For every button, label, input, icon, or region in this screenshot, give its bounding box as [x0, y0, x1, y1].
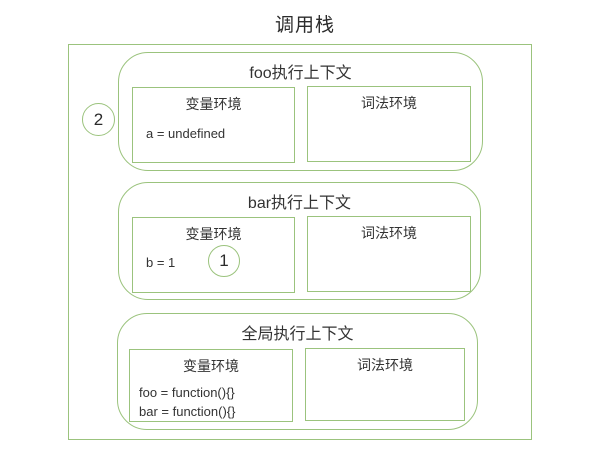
global-lexical-environment-box: 词法环境	[305, 348, 465, 421]
execution-context-global: 全局执行上下文 变量环境 foo = function(){} bar = fu…	[117, 313, 478, 430]
bar-variable-entry: b = 1	[146, 255, 176, 270]
execution-context-global-title: 全局执行上下文	[241, 326, 354, 343]
global-variable-environment-title: 变量环境	[183, 358, 239, 374]
diagram-title: 调用栈	[274, 15, 335, 36]
execution-context-foo: foo执行上下文 变量环境 a = undefined 词法环境	[118, 52, 483, 171]
bar-lexical-environment-title: 词法环境	[361, 225, 417, 241]
global-variable-environment-box: 变量环境 foo = function(){} bar = function()…	[129, 349, 293, 422]
step-badge-2: 2	[82, 103, 115, 136]
foo-variable-environment-title: 变量环境	[185, 96, 242, 112]
execution-context-bar: bar执行上下文 变量环境 b = 1 词法环境	[118, 182, 481, 300]
global-lexical-environment-title: 词法环境	[357, 357, 413, 373]
execution-context-foo-title: foo执行上下文	[249, 65, 352, 82]
global-variable-entry-foo: foo = function(){}	[139, 385, 235, 400]
foo-variable-environment-box: 变量环境 a = undefined	[132, 87, 295, 163]
foo-lexical-environment-box: 词法环境	[307, 86, 471, 162]
foo-variable-entry: a = undefined	[146, 126, 226, 141]
global-variable-entries: foo = function(){} bar = function(){}	[139, 383, 292, 421]
bar-variable-environment-title: 变量环境	[185, 226, 242, 242]
step-badge-1: 1	[208, 245, 240, 277]
foo-lexical-environment-title: 词法环境	[361, 95, 417, 111]
bar-lexical-environment-box: 词法环境	[307, 216, 471, 292]
execution-context-bar-title: bar执行上下文	[247, 195, 352, 212]
global-variable-entry-bar: bar = function(){}	[139, 404, 236, 419]
